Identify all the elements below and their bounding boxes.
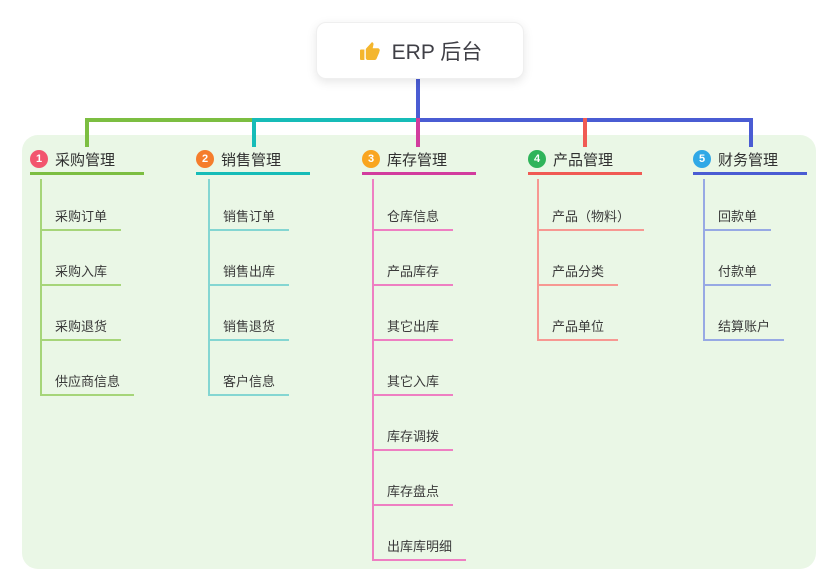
branch-title-node[interactable]: 4 产品管理 [528, 146, 642, 175]
child-node[interactable]: 产品（物料） [537, 207, 645, 231]
child-node[interactable]: 供应商信息 [40, 372, 135, 396]
trunk-segment-left [85, 118, 256, 122]
child-node[interactable]: 其它出库 [372, 317, 454, 341]
branch-title-label: 销售管理 [221, 151, 282, 169]
thumbs-up-icon [358, 39, 382, 63]
children-connector-line [372, 179, 374, 560]
child-node[interactable]: 库存调拨 [372, 427, 454, 451]
branch-title-node[interactable]: 5 财务管理 [693, 146, 807, 175]
child-node[interactable]: 付款单 [703, 262, 772, 286]
child-node[interactable]: 采购订单 [40, 207, 122, 231]
root-connector-line [416, 76, 420, 122]
branch-title-label: 财务管理 [718, 151, 779, 169]
branch-title-label: 产品管理 [553, 151, 614, 169]
children-connector-line [40, 179, 42, 395]
mindmap-background-panel [22, 135, 816, 569]
branch-title-node[interactable]: 3 库存管理 [362, 146, 476, 175]
child-node[interactable]: 产品分类 [537, 262, 619, 286]
branch-number-badge: 1 [30, 150, 48, 168]
branch-drop-line [749, 118, 753, 147]
branch-number-badge: 3 [362, 150, 380, 168]
child-node[interactable]: 客户信息 [208, 372, 290, 396]
child-node[interactable]: 销售退货 [208, 317, 290, 341]
child-node[interactable]: 销售出库 [208, 262, 290, 286]
branch-title-node[interactable]: 1 采购管理 [30, 146, 144, 175]
branch-title-node[interactable]: 2 销售管理 [196, 146, 310, 175]
branch-number-badge: 2 [196, 150, 214, 168]
branch-title-label: 采购管理 [55, 151, 116, 169]
trunk-segment-middle [252, 118, 420, 122]
child-node[interactable]: 产品单位 [537, 317, 619, 341]
root-title: ERP 后台 [391, 40, 483, 64]
children-connector-line [537, 179, 539, 340]
child-node[interactable]: 产品库存 [372, 262, 454, 286]
child-node[interactable]: 销售订单 [208, 207, 290, 231]
branch-number-badge: 4 [528, 150, 546, 168]
branch-title-label: 库存管理 [387, 151, 448, 169]
child-node[interactable]: 采购入库 [40, 262, 122, 286]
child-node[interactable]: 结算账户 [703, 317, 785, 341]
children-connector-line [208, 179, 210, 395]
child-node[interactable]: 其它入库 [372, 372, 454, 396]
branch-drop-line [416, 118, 420, 147]
branch-number-badge: 5 [693, 150, 711, 168]
branch-drop-line [85, 118, 89, 147]
child-node[interactable]: 仓库信息 [372, 207, 454, 231]
child-node[interactable]: 出库库明细 [372, 537, 467, 561]
child-node[interactable]: 回款单 [703, 207, 772, 231]
child-node[interactable]: 库存盘点 [372, 482, 454, 506]
branch-drop-line [583, 118, 587, 147]
children-connector-line [703, 179, 705, 340]
root-node[interactable]: ERP 后台 [316, 22, 524, 79]
child-node[interactable]: 采购退货 [40, 317, 122, 341]
branch-drop-line [252, 118, 256, 147]
